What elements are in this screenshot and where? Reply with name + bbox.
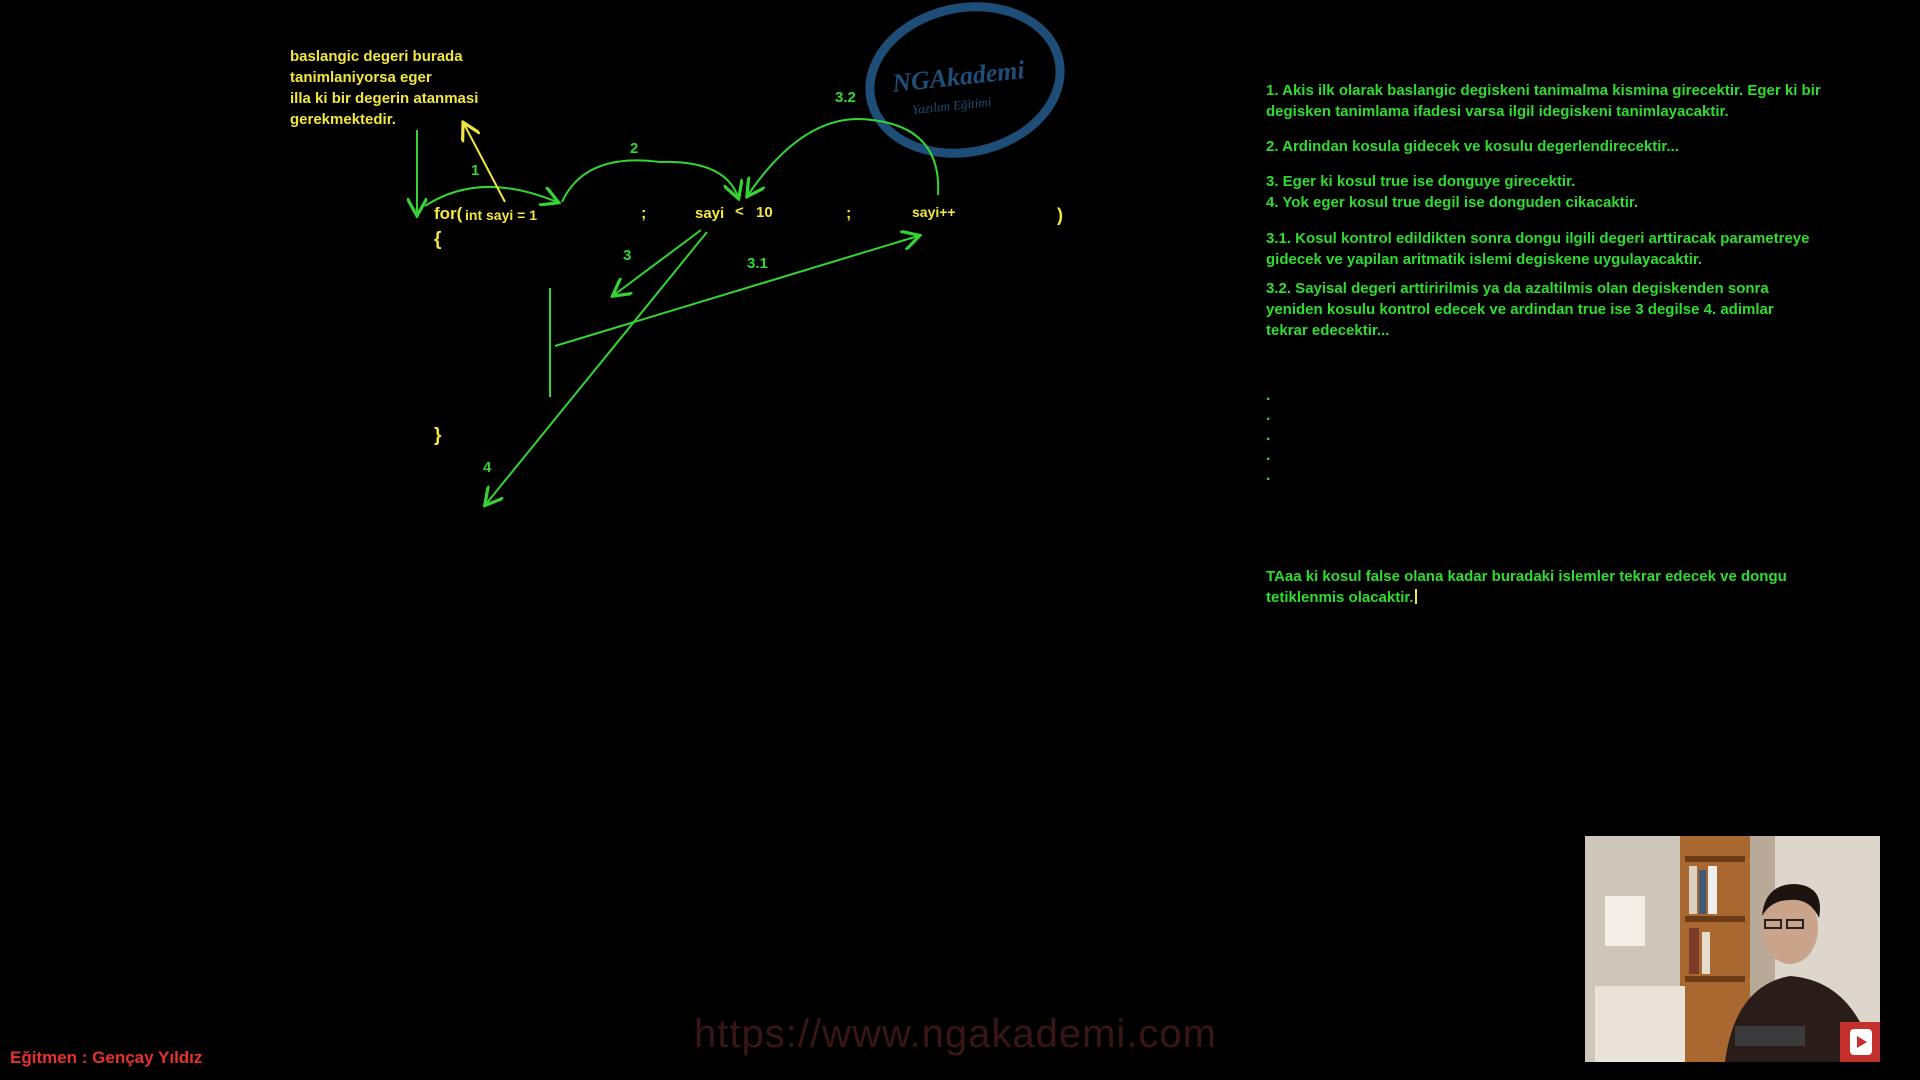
text-cursor xyxy=(1414,589,1417,604)
conclusion-text[interactable]: TAaa ki kosul false olana kadar buradaki… xyxy=(1266,566,1787,608)
arrow-label-3-2: 3.2 xyxy=(835,89,856,106)
arrow-label-2: 2 xyxy=(630,140,639,157)
youtube-play-icon xyxy=(1850,1029,1872,1055)
conclusion-line: TAaa ki kosul false olana kadar buradaki… xyxy=(1266,568,1787,585)
step-line: 3. Eger ki kosul true ise donguye girece… xyxy=(1266,173,1576,190)
increment-expression: sayi++ xyxy=(912,204,956,220)
initial-value-note: baslangic degeri burada tanimlaniyorsa e… xyxy=(290,46,530,130)
semicolon-2: ; xyxy=(846,205,852,222)
youtube-button[interactable] xyxy=(1840,1022,1880,1062)
step-line: 3.2. Sayisal degeri arttiririlmis ya da … xyxy=(1266,280,1769,297)
open-brace: { xyxy=(434,229,442,250)
ellipsis-dots: . . . . . xyxy=(1266,386,1270,486)
arrow-3-1 xyxy=(554,236,918,347)
step-line: 4. Yok eger kosul true degil ise dongude… xyxy=(1266,194,1639,211)
dot: . xyxy=(1266,467,1271,484)
condition-var: sayi xyxy=(695,205,725,222)
arrow-label-3-1: 3.1 xyxy=(747,255,768,272)
arrow-2 xyxy=(561,159,738,203)
arrow-3 xyxy=(614,229,702,295)
close-brace: } xyxy=(434,425,442,446)
dot: . xyxy=(1266,387,1271,404)
for-keyword: for( xyxy=(434,204,463,223)
instructor-label: Eğitmen : Gençay Yıldız xyxy=(10,1048,203,1067)
website-watermark: https://www.ngakademi.com xyxy=(694,1012,1217,1056)
dot: . xyxy=(1266,447,1271,464)
arrow-label-4: 4 xyxy=(483,459,492,476)
webcam-feed xyxy=(1585,836,1880,1062)
ngakademi-logo xyxy=(865,2,1065,158)
step-line: 2. Ardindan kosula gidecek ve kosulu deg… xyxy=(1266,138,1679,155)
arrow-label-3: 3 xyxy=(623,247,632,264)
step-3-2: 3.2. Sayisal degeri arttiririlmis ya da … xyxy=(1266,278,1866,341)
conclusion-line-2: tetiklenmis olacaktir. xyxy=(1266,587,1787,608)
dot: . xyxy=(1266,407,1271,424)
step-line: 3.1. Kosul kontrol edildikten sonra dong… xyxy=(1266,230,1810,247)
step-2: 2. Ardindan kosula gidecek ve kosulu deg… xyxy=(1266,136,1866,157)
semicolon-1: ; xyxy=(641,205,647,222)
arrow-3-2 xyxy=(748,118,940,195)
note-line: tanimlaniyorsa eger xyxy=(290,69,432,86)
step-line: tekrar edecektir... xyxy=(1266,322,1390,339)
init-expression: int sayi = 1 xyxy=(465,207,537,223)
dot: . xyxy=(1266,427,1271,444)
condition-operator: < xyxy=(735,203,744,220)
arrow-label-1: 1 xyxy=(471,162,480,179)
step-1: 1. Akis ilk olarak baslangic degiskeni t… xyxy=(1266,80,1866,122)
note-pointer xyxy=(464,124,506,203)
step-line: gidecek ve yapilan aritmatik islemi degi… xyxy=(1266,251,1703,268)
note-line: gerekmektedir. xyxy=(290,111,396,128)
arrow-4 xyxy=(486,231,708,504)
step-3-1: 3.1. Kosul kontrol edildikten sonra dong… xyxy=(1266,228,1866,270)
note-line: baslangic degeri burada xyxy=(290,48,463,65)
note-line: illa ki bir degerin atanmasi xyxy=(290,90,479,107)
close-paren: ) xyxy=(1057,205,1063,225)
conclusion-line: tetiklenmis olacaktir. xyxy=(1266,589,1414,606)
step-3-4: 3. Eger ki kosul true ise donguye girece… xyxy=(1266,171,1866,213)
step-line: 1. Akis ilk olarak baslangic degiskeni t… xyxy=(1266,82,1821,99)
step-line: degisken tanimlama ifadesi varsa ilgil i… xyxy=(1266,103,1729,120)
arrow-1 xyxy=(424,186,557,207)
step-line: yeniden kosulu kontrol edecek ve ardinda… xyxy=(1266,301,1774,318)
condition-value: 10 xyxy=(756,204,773,221)
webcam-overlay xyxy=(1585,836,1880,1062)
